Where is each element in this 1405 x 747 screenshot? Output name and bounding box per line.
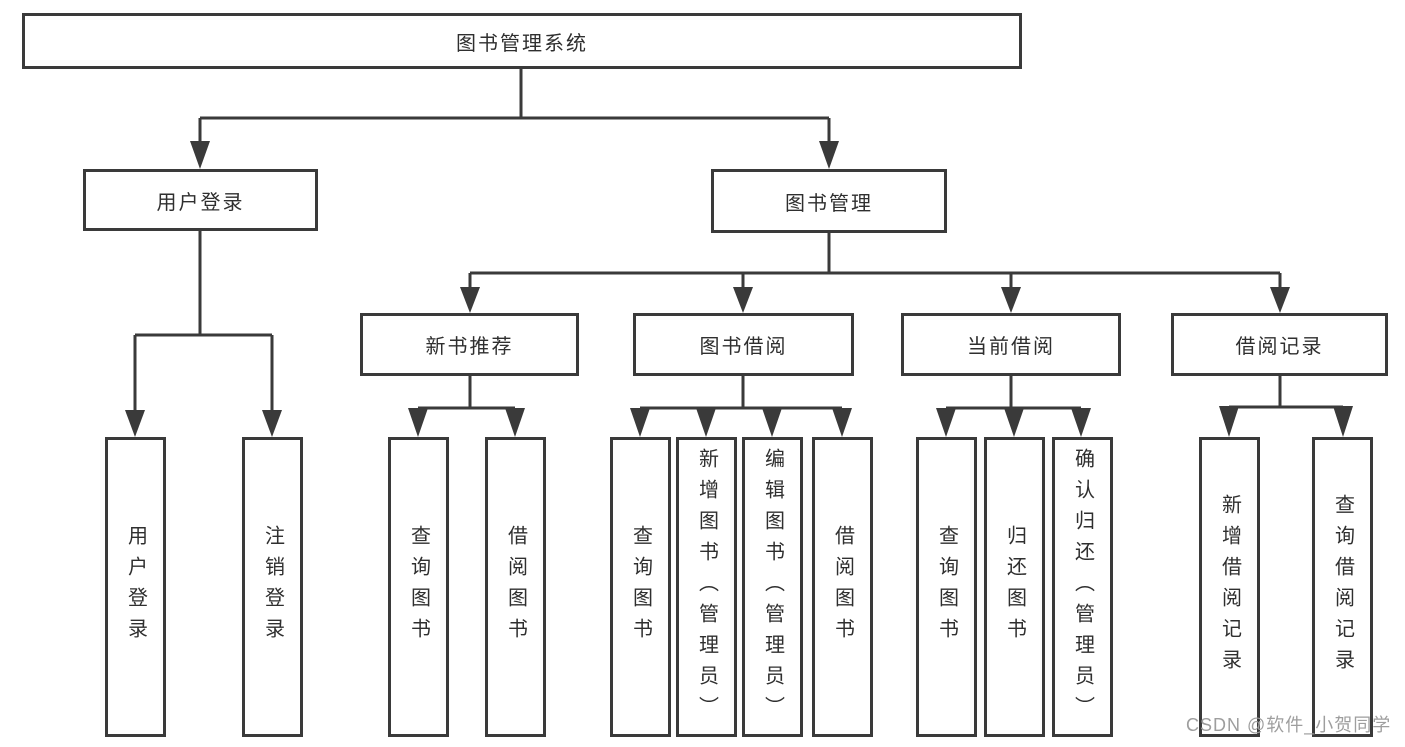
node-label: 图书管理 (785, 192, 873, 215)
leaf-add-book-admin: 新增图书（管理员） (676, 437, 737, 737)
node-label: 图书管理系统 (456, 32, 588, 55)
node-label: 新增图书（管理员） (695, 447, 718, 727)
node-label: 当前借阅 (967, 336, 1055, 358)
node-label: 注销登录 (261, 525, 284, 649)
node-label: 查询图书 (407, 525, 430, 649)
node-label: 用户登录 (156, 191, 245, 214)
leaf-add-borrow-record: 新增借阅记录 (1199, 437, 1260, 737)
leaf-confirm-return-admin: 确认归还（管理员） (1052, 437, 1113, 737)
node-label: 新增借阅记录 (1218, 494, 1241, 680)
node-label: 图书借阅 (699, 336, 788, 358)
node-user-login: 用户登录 (83, 169, 318, 231)
node-label: 归还图书 (1003, 525, 1026, 649)
node-book-borrowing: 图书借阅 (633, 313, 854, 376)
node-new-book-recommend: 新书推荐 (360, 313, 579, 376)
node-label: 用户登录 (124, 525, 147, 649)
node-label: 编辑图书（管理员） (761, 447, 784, 727)
node-label: 新书推荐 (425, 336, 514, 358)
leaf-query-books-current: 查询图书 (916, 437, 977, 737)
leaf-query-books-borrowing: 查询图书 (610, 437, 671, 737)
leaf-logout: 注销登录 (242, 437, 303, 737)
node-label: 查询图书 (629, 525, 652, 649)
leaf-return-book: 归还图书 (984, 437, 1045, 737)
leaf-edit-book-admin: 编辑图书（管理员） (742, 437, 803, 737)
leaf-query-borrow-record: 查询借阅记录 (1312, 437, 1373, 737)
csdn-watermark: CSDN @软件_小贺同学 (1186, 715, 1392, 735)
leaf-borrow-books-recommend: 借阅图书 (485, 437, 546, 737)
leaf-borrow-books-borrowing: 借阅图书 (812, 437, 873, 737)
node-label: 借阅图书 (831, 525, 854, 649)
leaf-user-login: 用户登录 (105, 437, 166, 737)
node-label: 查询借阅记录 (1331, 494, 1354, 680)
node-borrow-records: 借阅记录 (1171, 313, 1388, 376)
node-label: 借阅记录 (1235, 336, 1324, 358)
node-label: 借阅图书 (504, 525, 527, 649)
node-label: 查询图书 (935, 525, 958, 649)
leaf-query-books-recommend: 查询图书 (388, 437, 449, 737)
node-book-management: 图书管理 (711, 169, 947, 233)
node-root-library-system: 图书管理系统 (22, 13, 1022, 69)
node-label: 确认归还（管理员） (1071, 447, 1094, 727)
node-current-borrowing: 当前借阅 (901, 313, 1121, 376)
